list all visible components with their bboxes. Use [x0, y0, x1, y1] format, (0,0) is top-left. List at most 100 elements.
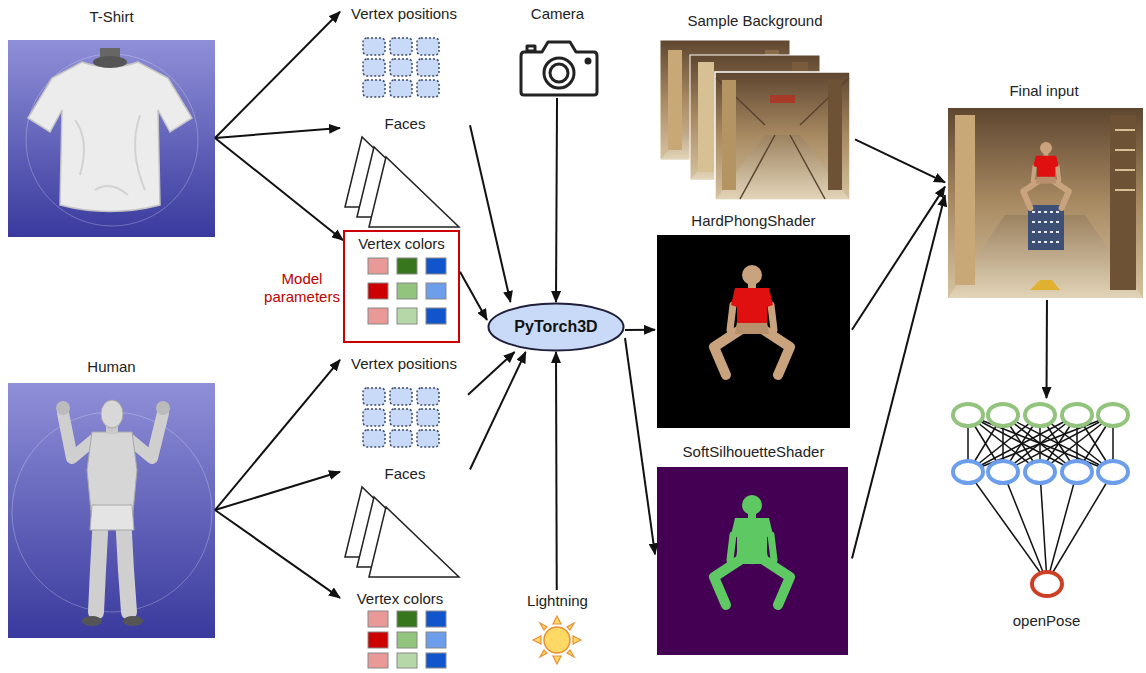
flow-arrow [852, 187, 945, 330]
composite-photo-part [1023, 142, 1069, 208]
flow-arrow [852, 195, 945, 558]
flow-arrow [215, 128, 340, 138]
tshirt-render-part [8, 40, 215, 237]
vertex-color-grid-part [368, 308, 388, 324]
vertex-position-grid-part [363, 38, 385, 55]
callout-label-box: Model parameters [262, 270, 342, 306]
phong-render-part-part [735, 322, 769, 334]
neural-network-part-part [953, 404, 983, 426]
data-icon: Vertex positions [340, 5, 468, 102]
vertex-color-grid-part [368, 653, 388, 668]
neural-network-part-part [968, 415, 1077, 472]
camera-icon-part [544, 58, 574, 88]
phong-render-part-part [731, 288, 773, 323]
background-photo-part [715, 72, 850, 200]
composite-photo-part-part [1036, 176, 1056, 183]
ellipse-shape [489, 304, 624, 351]
background-photo-part [828, 80, 842, 190]
silhouette-render-part-part [735, 552, 769, 564]
human-render-part [8, 383, 215, 638]
vertex-color-grid-part [368, 283, 388, 299]
vertex-position-grid-part [390, 430, 412, 447]
composite-photo-part [955, 115, 975, 285]
composite-photo-part-part [1053, 181, 1069, 208]
node-label: Vertex positions [351, 5, 457, 23]
tshirt-render-part [28, 62, 192, 212]
vertex-position-grid-part [363, 80, 385, 97]
composite-photo-part [1028, 205, 1064, 250]
vertex-color-grid-part [397, 632, 417, 648]
camera-icon-part [586, 59, 590, 63]
vertex-color-grid-part [397, 653, 417, 668]
vertex-position-grid-part [417, 388, 439, 405]
human-render-part [56, 401, 70, 415]
flow-arrow [470, 125, 510, 302]
background-photo-part [722, 80, 736, 190]
silhouette-render [657, 467, 848, 655]
vertex-position-grid-part [417, 59, 439, 76]
composite-photo-part [1115, 130, 1135, 190]
light-icon-part-part [567, 623, 574, 630]
vertex-position-grid-part [417, 409, 439, 426]
vertex-color-grid-part [426, 308, 446, 324]
node-label: Vertex colors [358, 235, 445, 253]
composite-photo-part-part [1040, 142, 1052, 154]
light-icon-part-part [573, 636, 581, 644]
vertex-position-grid [363, 38, 439, 97]
composite-photo-part [1030, 280, 1060, 290]
face-triangles-part [369, 507, 459, 577]
phong-render-part-part [730, 305, 733, 330]
background-photo-part [770, 95, 795, 103]
composite-photo-part-part [1033, 156, 1058, 177]
background-photo-part [716, 78, 849, 199]
human-render-part [101, 400, 123, 428]
flow-arrow [215, 138, 343, 240]
vertex-position-grid-part [390, 80, 412, 97]
light-icon-part-part [553, 656, 561, 664]
vertex-position-grid-part [363, 59, 385, 76]
vertex-color-grid [368, 611, 446, 668]
vertex-position-grid-part [390, 59, 412, 76]
composite-photo [948, 108, 1143, 298]
phong-render-part-part [771, 305, 774, 330]
node-label: Sample Background [687, 12, 822, 30]
neural-network-part-part [988, 404, 1018, 426]
node-label: Lightning [527, 592, 588, 610]
vertex-color-grid-part [368, 632, 388, 648]
node-label: Human [87, 358, 135, 376]
flow-arrow [215, 472, 340, 510]
silhouette-render-part [714, 495, 790, 605]
vertex-position-grid-part [363, 409, 385, 426]
image-panel: T-Shirt [8, 8, 215, 238]
neural-network-part-part [1047, 472, 1113, 582]
vertex-position-grid-part [417, 430, 439, 447]
face-triangles [345, 137, 459, 227]
data-icon: Faces [340, 115, 470, 228]
background-photo-part [668, 50, 682, 150]
image-panel: Final input [945, 82, 1143, 300]
node-label: Camera [531, 5, 584, 23]
phong-render-part-part [764, 330, 790, 375]
tshirt-render-part [26, 54, 198, 226]
shader-panel: HardPhongShader [655, 212, 852, 430]
composite-photo-part [948, 108, 1143, 298]
light-icon [533, 616, 581, 664]
node-label: HardPhongShader [691, 212, 815, 230]
composite-photo-part [1110, 115, 1136, 290]
vertex-color-grid-part [426, 258, 446, 274]
face-triangles-part [369, 157, 459, 227]
vertex-color-grid-part [397, 258, 417, 274]
composite-photo-part [1032, 212, 1060, 242]
vertex-color-grid-part [426, 283, 446, 299]
vertex-color-grid-part [426, 632, 446, 648]
human-render-part [123, 616, 143, 626]
camera-icon-part [550, 64, 568, 82]
flow-arrow [215, 510, 340, 598]
flow-arrow [470, 352, 526, 470]
flow-arrow [215, 12, 340, 138]
silhouette-render-part [657, 467, 848, 655]
vertex-color-grid-part [426, 611, 446, 627]
neural-network-part-part [953, 461, 983, 483]
tshirt-render [8, 40, 215, 237]
phong-render [657, 235, 850, 428]
